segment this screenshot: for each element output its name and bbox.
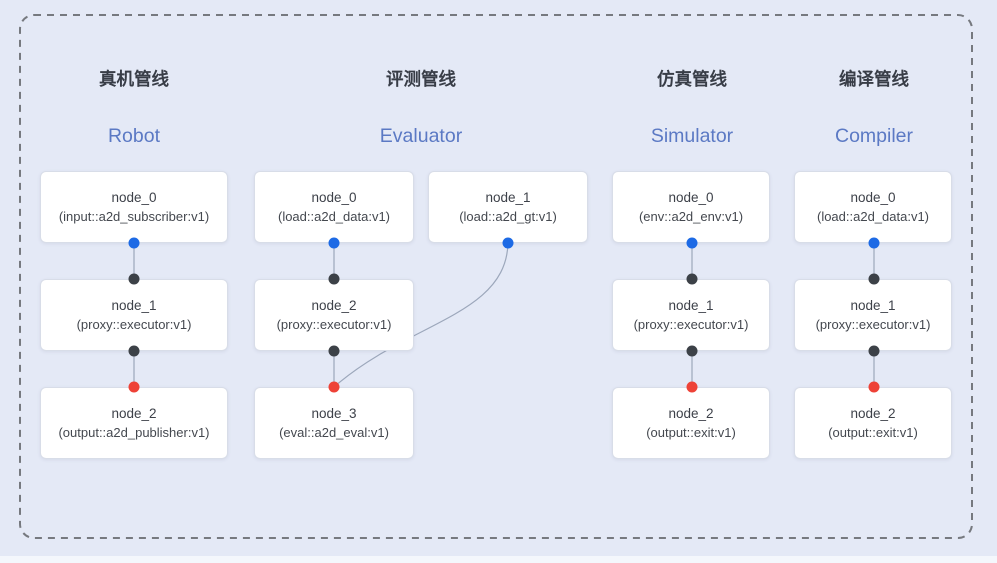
pipeline-title-zh-compiler: 编译管线 <box>839 69 909 89</box>
node-name: node_1 <box>850 297 896 313</box>
node-type: (proxy::executor:v1) <box>76 316 192 332</box>
node-type: (output::exit:v1) <box>646 424 736 440</box>
node-type: (proxy::executor:v1) <box>633 316 749 332</box>
node-name: node_1 <box>485 189 531 205</box>
node-name: node_2 <box>311 297 357 313</box>
node-name: node_0 <box>850 189 896 205</box>
output-port-dot <box>128 345 140 357</box>
node-type: (load::a2d_data:v1) <box>277 208 391 224</box>
input-port-dot <box>686 273 698 285</box>
output-port-dot <box>328 237 340 249</box>
node-name: node_3 <box>311 405 357 421</box>
node-type: (proxy::executor:v1) <box>815 316 931 332</box>
output-port-dot <box>502 237 514 249</box>
node-robot-1: node_1 (proxy::executor:v1) <box>40 279 228 351</box>
node-evaluator-1: node_1 (load::a2d_gt:v1) <box>428 171 588 243</box>
sink-port-dot <box>128 381 140 393</box>
node-simulator-2: node_2 (output::exit:v1) <box>612 387 770 459</box>
pipeline-title-zh-robot: 真机管线 <box>99 69 169 89</box>
node-type: (input::a2d_subscriber:v1) <box>58 208 210 224</box>
node-name: node_2 <box>850 405 896 421</box>
node-type: (load::a2d_gt:v1) <box>459 208 557 224</box>
node-name: node_2 <box>111 405 157 421</box>
dashed-frame <box>19 14 973 539</box>
node-compiler-1: node_1 (proxy::executor:v1) <box>794 279 952 351</box>
sink-port-dot <box>868 381 880 393</box>
node-simulator-0: node_0 (env::a2d_env:v1) <box>612 171 770 243</box>
output-port-dot <box>868 345 880 357</box>
node-compiler-0: node_0 (load::a2d_data:v1) <box>794 171 952 243</box>
cross-edge-gt-to-eval <box>333 242 509 388</box>
pipeline-title-zh-evaluator: 评测管线 <box>386 69 456 89</box>
output-port-dot <box>868 237 880 249</box>
node-evaluator-2: node_2 (proxy::executor:v1) <box>254 279 414 351</box>
output-port-dot <box>686 345 698 357</box>
node-type: (env::a2d_env:v1) <box>638 208 744 224</box>
sink-port-dot <box>686 381 698 393</box>
bottom-edge-strip <box>0 556 997 563</box>
node-name: node_1 <box>111 297 157 313</box>
pipeline-title-en-compiler: Compiler <box>834 125 914 147</box>
node-simulator-1: node_1 (proxy::executor:v1) <box>612 279 770 351</box>
pipeline-title-en-evaluator: Evaluator <box>379 125 463 147</box>
node-evaluator-3: node_3 (eval::a2d_eval:v1) <box>254 387 414 459</box>
input-port-dot <box>328 273 340 285</box>
node-type: (proxy::executor:v1) <box>276 316 392 332</box>
input-port-dot <box>128 273 140 285</box>
node-evaluator-0: node_0 (load::a2d_data:v1) <box>254 171 414 243</box>
node-compiler-2: node_2 (output::exit:v1) <box>794 387 952 459</box>
node-name: node_0 <box>111 189 157 205</box>
input-port-dot <box>868 273 880 285</box>
node-name: node_2 <box>668 405 714 421</box>
node-robot-2: node_2 (output::a2d_publisher:v1) <box>40 387 228 459</box>
node-type: (load::a2d_data:v1) <box>816 208 930 224</box>
node-type: (output::a2d_publisher:v1) <box>58 424 210 440</box>
node-name: node_1 <box>668 297 714 313</box>
pipeline-title-en-simulator: Simulator <box>650 125 734 147</box>
node-type: (output::exit:v1) <box>828 424 918 440</box>
output-port-dot <box>686 237 698 249</box>
node-robot-0: node_0 (input::a2d_subscriber:v1) <box>40 171 228 243</box>
node-name: node_0 <box>311 189 357 205</box>
output-port-dot <box>328 345 340 357</box>
pipeline-title-zh-simulator: 仿真管线 <box>657 69 727 89</box>
node-type: (eval::a2d_eval:v1) <box>279 424 389 440</box>
output-port-dot <box>128 237 140 249</box>
pipeline-title-en-robot: Robot <box>107 125 161 147</box>
sink-port-dot <box>328 381 340 393</box>
node-name: node_0 <box>668 189 714 205</box>
